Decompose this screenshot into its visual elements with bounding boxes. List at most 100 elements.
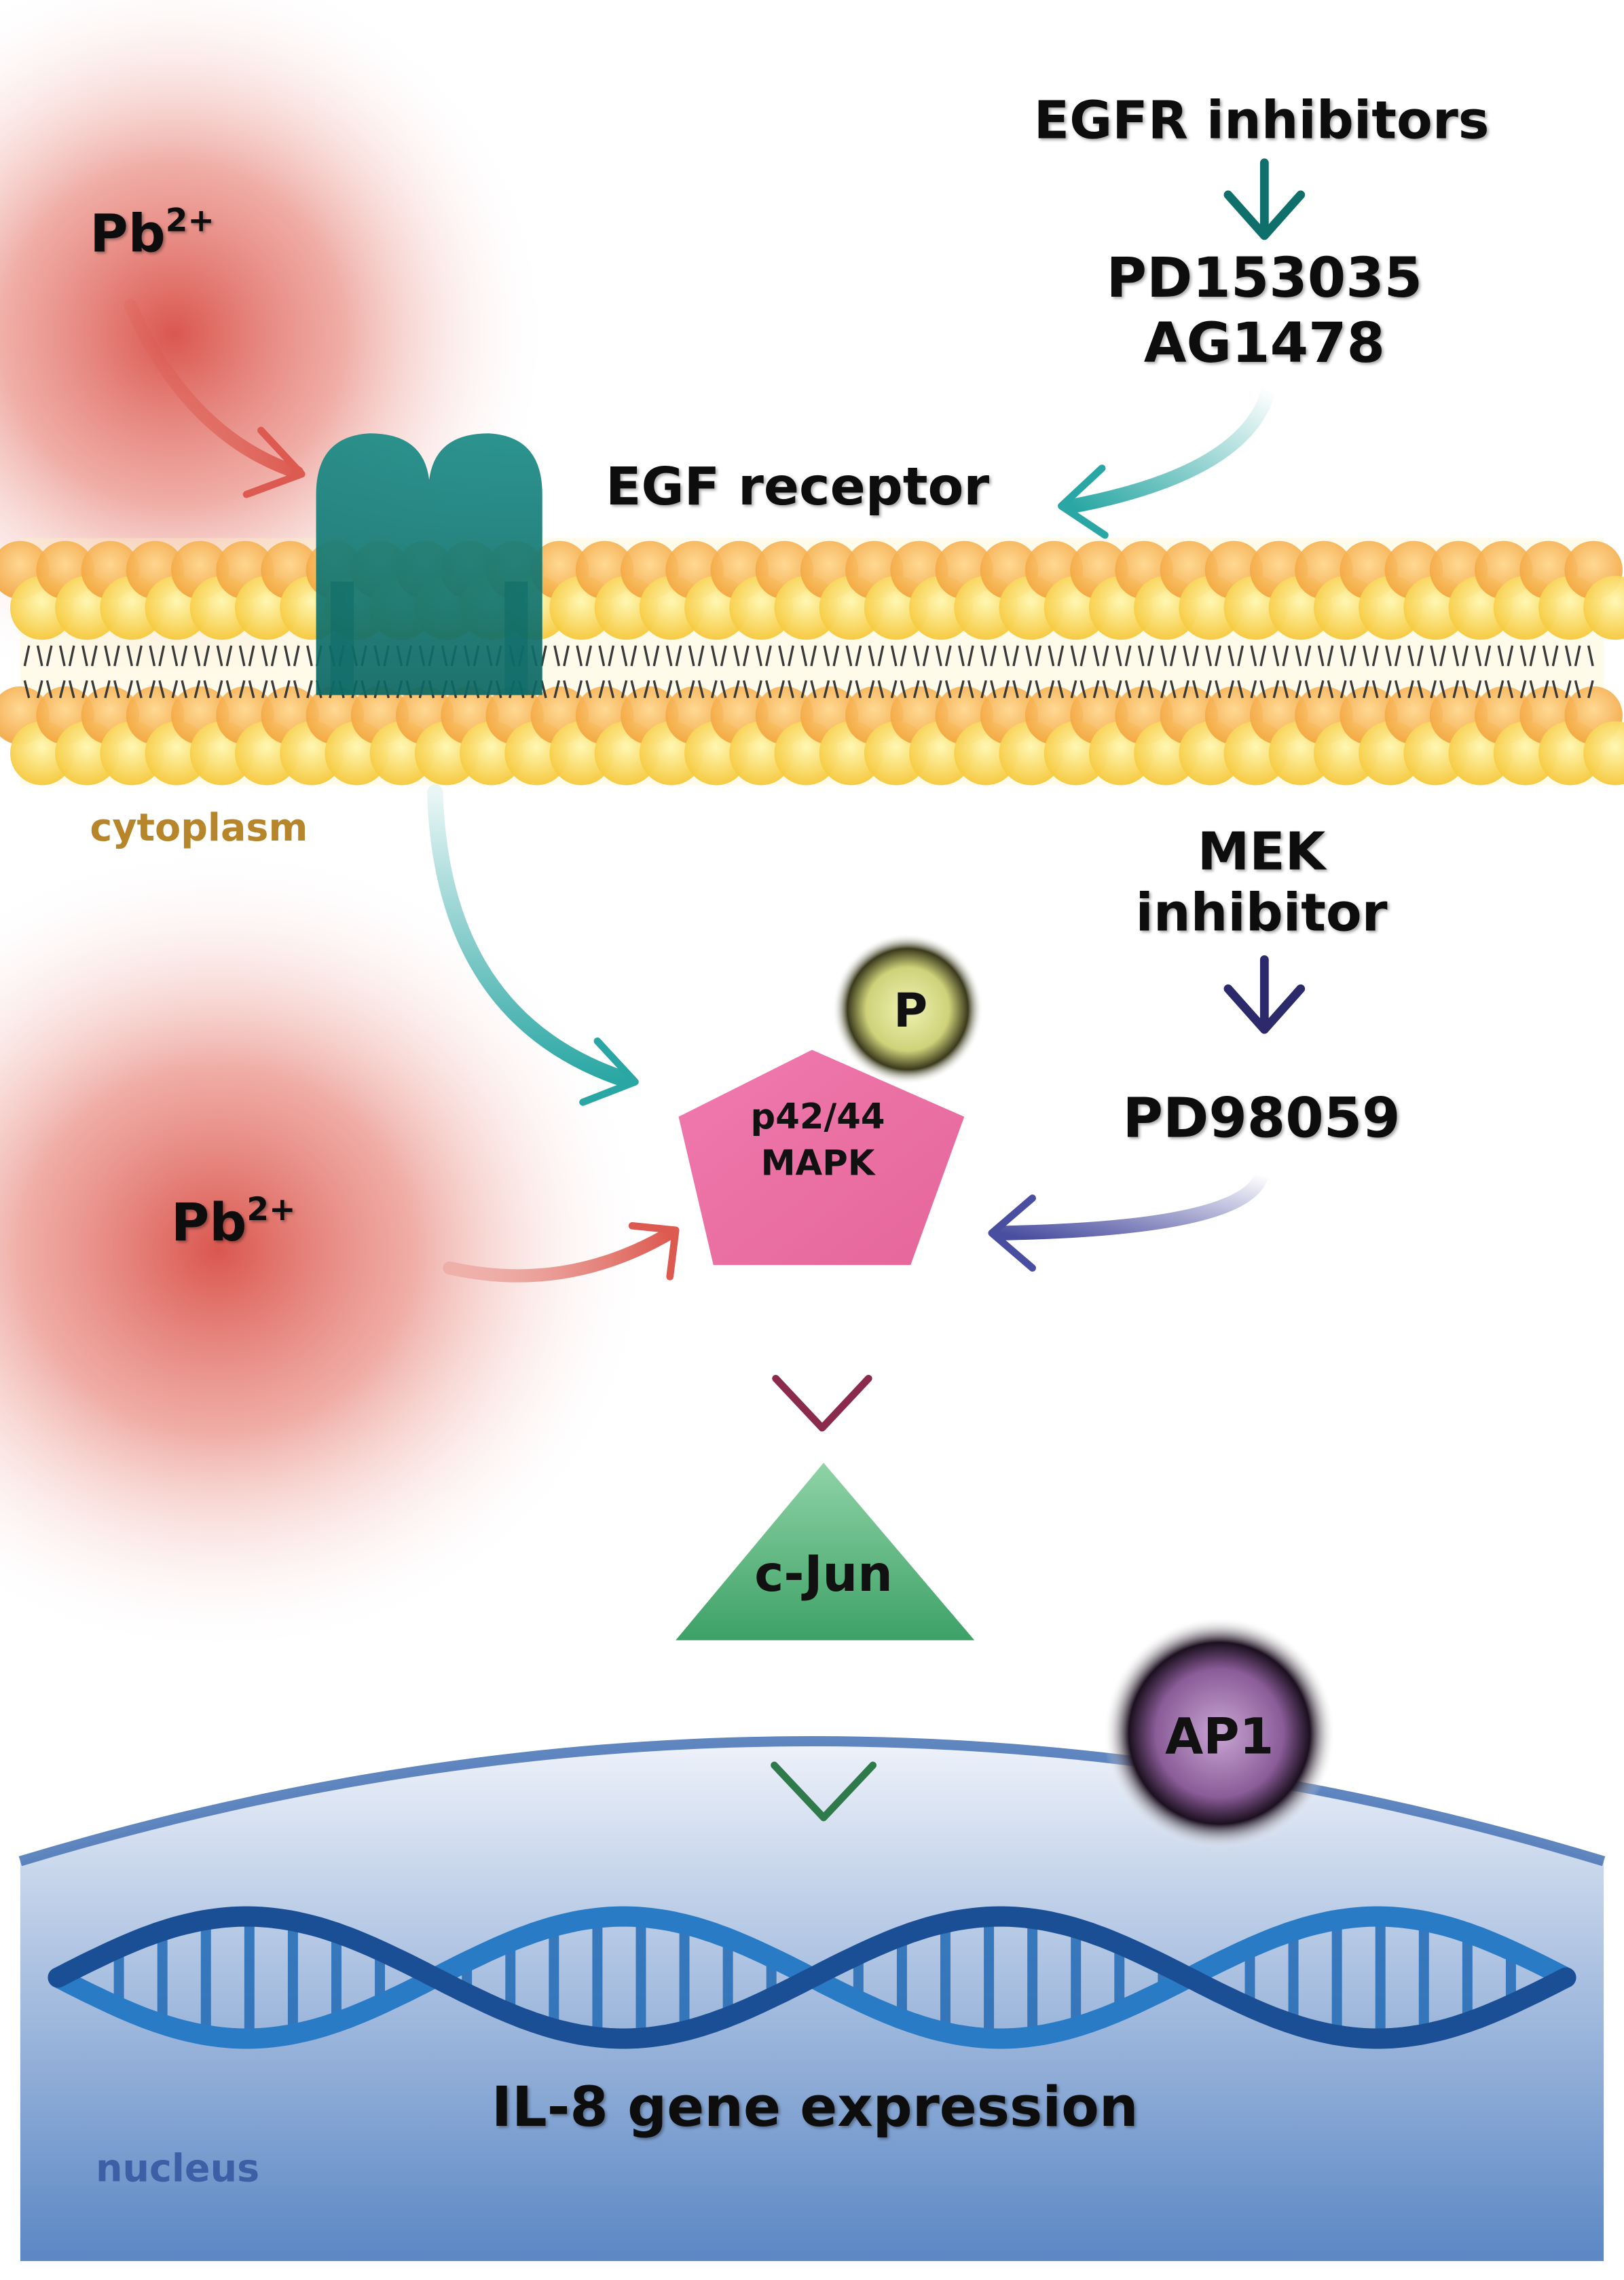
lipid-tail [1462,645,1482,667]
lipid-tail [1147,680,1167,699]
lipid-tail [1169,645,1189,667]
lipid-tail [990,645,1010,667]
lipid-tail [1057,680,1077,699]
lipid-tail [1484,680,1505,699]
lipid-tail [922,645,942,667]
egfr-inhibitor-to-receptor-arrowhead [1058,464,1109,539]
lipid-tail [630,680,650,699]
lipid-tail [788,645,808,667]
lipid-tail [1349,680,1369,699]
lipid-tail [944,680,965,699]
lipid-tail [742,680,762,699]
lipid-tail [158,645,179,667]
pb-bottom-label: Pb2+ [171,1191,295,1253]
lipid-tail [877,645,898,667]
lipid-tail [1304,645,1325,667]
lipid-tail [1574,645,1594,667]
lipid-tail [68,645,88,667]
lipid-tail [1259,680,1280,699]
lipid-tail [720,645,740,667]
lipid-tail [1417,645,1437,667]
gene-expression-label: IL-8 gene expression [492,2076,1139,2139]
ag1478-label: AG1478 [1144,312,1385,375]
lipid-tail [1304,680,1325,699]
lipid-tail [788,680,808,699]
mek-heading-line-2: inhibitor [1136,883,1388,944]
lipid-head-inner [1583,721,1624,786]
lipid-tail [1394,645,1414,667]
lipid-tail [675,645,695,667]
lipid-tail [922,680,942,699]
lipid-tail [23,680,43,699]
lipid-tail [1169,680,1189,699]
ap1-label: AP1 [1165,1709,1274,1766]
lipid-tail [720,680,740,699]
pb-to-receptor-arrowhead [242,426,306,498]
lipid-tail [23,645,43,667]
pd153035-label: PD153035 [1107,246,1423,310]
lipid-tail [944,645,965,667]
pb-top-label: Pb2+ [90,202,214,264]
cytoplasm-label: cytoplasm [90,806,308,850]
lipid-tail [203,645,223,667]
mek-inhibitor-down-arrowhead [1223,984,1306,1034]
lipid-tail [1215,645,1235,667]
lipid-tail [990,680,1010,699]
lipid-tail [1102,645,1122,667]
lipid-tail [652,645,673,667]
lipid-tail [1507,645,1527,667]
lipid-tail [1124,645,1145,667]
pb-to-mapk-arrowhead [628,1221,680,1281]
lipid-tail [1259,645,1280,667]
lipid-tail [1079,645,1100,667]
lipid-tail [1237,680,1257,699]
lipid-tail [967,645,987,667]
cjun-triangle [676,1463,975,1640]
nucleus-region [18,1736,1606,2262]
mapk-label-line-1: p42/44 [751,1097,885,1137]
dna-strand [48,1906,1576,2049]
lipid-tail [181,680,201,699]
cell-membrane [0,538,1624,786]
lipid-tail [1192,645,1212,667]
lipid-tail [1124,680,1145,699]
lipid-tail [608,645,628,667]
lipid-tail [1327,645,1347,667]
lipid-tail [1035,645,1055,667]
lipid-tail [181,645,201,667]
ap1-circle [1103,1617,1335,1850]
lipid-tail [248,680,268,699]
lipid-tail [1282,680,1302,699]
lipid-tail [1371,680,1392,699]
lipid-tail [810,680,830,699]
lipid-tail [608,680,628,699]
lipid-tail [585,680,606,699]
lipid-tail [1079,680,1100,699]
egfr-inhibitor-to-receptor-arrow [1065,382,1276,513]
mek-inhibitor-to-mapk-arrowhead [988,1194,1036,1272]
dna-helix [48,1906,1576,2049]
lipid-tail [1484,645,1505,667]
lipid-tail [855,645,875,667]
mek-inhibitor-to-mapk-arrow [993,1167,1269,1240]
lipid-tail [1012,645,1033,667]
lipid-tail [293,680,313,699]
lipid-tail [225,680,246,699]
lipid-tail [1371,645,1392,667]
lipid-tail [1529,645,1549,667]
lipid-tail [1439,645,1460,667]
lipid-tail [765,680,786,699]
cjun-to-gene-arrowhead [771,1761,877,1822]
pd98059-label: PD98059 [1123,1087,1401,1151]
lipid-tail [1574,680,1594,699]
lipid-tail [270,645,291,667]
lipid-tail [1215,680,1235,699]
lipid-tail [1394,680,1414,699]
lipid-tail [1147,645,1167,667]
pb-to-mapk-arrow [443,1226,677,1283]
lipid-tail [652,680,673,699]
lipid-tail [563,680,583,699]
lipid-tail [765,645,786,667]
lipid-head-outer [1583,576,1624,640]
